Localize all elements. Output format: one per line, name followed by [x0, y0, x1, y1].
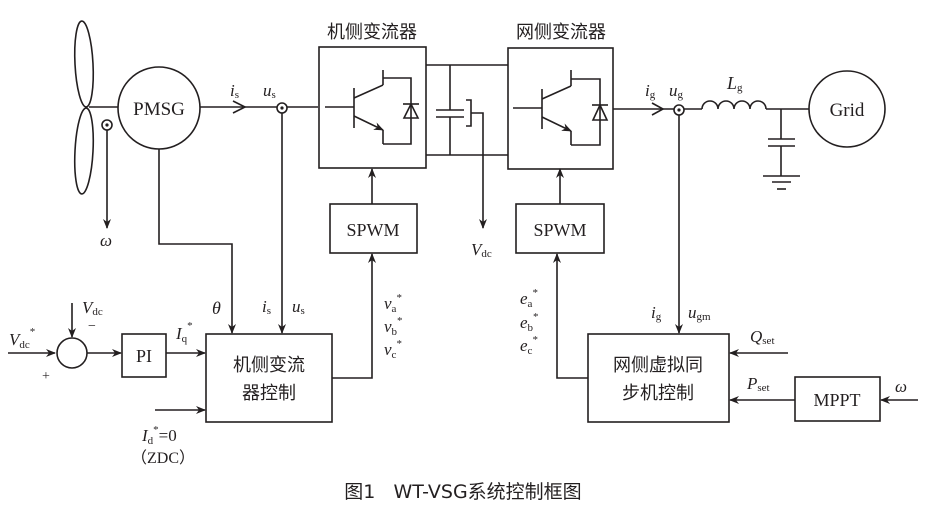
pi-label: PI [136, 346, 152, 366]
igbt-icon [325, 70, 420, 145]
pmsg-label: PMSG [133, 99, 185, 120]
gsc-vsg-control-block [587, 333, 730, 423]
svg-text:is: is [262, 297, 271, 317]
grid-label: Grid [830, 100, 865, 121]
minus-sign: − [88, 319, 96, 334]
plus-sign: + [42, 369, 50, 384]
e-ref-labels: ea* eb* ec* [520, 287, 539, 357]
us-ctrl-label: us [292, 297, 305, 317]
ig-label: ig [645, 81, 656, 101]
msc-title: 机侧变流器 [327, 22, 417, 43]
mppt-block [794, 376, 881, 422]
svg-text:Iq*: Iq* [175, 320, 193, 345]
svg-text:ug: ug [669, 81, 684, 101]
filter-capacitor-icon [768, 109, 795, 176]
v-ref-labels: va* vb* vc* [384, 292, 403, 361]
zdc-label: （ZDC） [131, 449, 195, 467]
omega-mppt-label: ω [895, 377, 907, 396]
msc-control-block [205, 333, 333, 423]
ground-icon [763, 175, 800, 190]
qset-label: Qset [750, 327, 775, 347]
lg-label: Lg [726, 73, 743, 94]
igbt-icon [513, 70, 609, 146]
svg-text:Qset: Qset [750, 327, 775, 347]
gsc-control-line2: 步机控制 [622, 383, 694, 404]
id-ref-label: Id*=0 [141, 424, 177, 447]
svg-text:is: is [230, 81, 239, 101]
pset-label: Pset [746, 374, 770, 394]
figure-caption: 图1 WT-VSG系统控制框图 [344, 481, 581, 503]
summing-junction [56, 337, 88, 369]
svg-text:eb*: eb* [520, 311, 539, 334]
svg-text:Vdc*: Vdc* [9, 326, 35, 351]
gsc-control-line1: 网侧虚拟同 [613, 355, 703, 376]
us-measure-node [276, 102, 288, 114]
svg-text:ig: ig [645, 81, 656, 101]
is-label: is [230, 81, 239, 101]
ig-ctrl-label: ig [651, 303, 662, 323]
msc-control-line2: 器控制 [242, 383, 296, 404]
svg-text:Pset: Pset [746, 374, 770, 394]
spwm-left-label: SPWM [346, 220, 399, 240]
svg-text:Lg: Lg [726, 73, 743, 94]
pi-block [121, 333, 167, 378]
spwm-left-block [329, 203, 418, 254]
wind-turbine-icon [73, 20, 118, 195]
us-label: us [263, 81, 276, 101]
grid-circle [808, 70, 886, 148]
svg-text:us: us [292, 297, 305, 317]
svg-text:Id*=0: Id*=0 [141, 424, 177, 447]
ug-measure-node [673, 104, 685, 116]
ig-arrow-icon [651, 102, 665, 116]
is-arrow-icon [232, 100, 247, 114]
inductor-lg-icon [701, 100, 767, 110]
svg-text:va*: va* [384, 292, 402, 315]
svg-text:vb*: vb* [384, 315, 403, 338]
theta-label: θ [212, 298, 221, 318]
dc-link [426, 64, 508, 229]
svg-text:us: us [263, 81, 276, 101]
spwm-right-label: SPWM [533, 220, 586, 240]
omega-label: ω [100, 231, 112, 250]
svg-text:ig: ig [651, 303, 662, 323]
mppt-label: MPPT [813, 390, 860, 410]
svg-text:ea*: ea* [520, 287, 538, 310]
vdc-ref-label: Vdc* [9, 326, 35, 351]
svg-text:Vdc: Vdc [82, 298, 103, 318]
gsc-title: 网侧变流器 [516, 22, 606, 43]
omega-sensor [101, 119, 113, 229]
vdc-output-label: Vdc [471, 240, 492, 260]
is-ctrl-label: is [262, 297, 271, 317]
svg-text:ec*: ec* [520, 334, 538, 357]
vdc-feedback-label: Vdc [82, 298, 103, 318]
svg-text:vc*: vc* [384, 338, 402, 361]
svg-text:ugm: ugm [688, 303, 711, 323]
iq-ref-label: Iq* [175, 320, 193, 345]
svg-text:Vdc: Vdc [471, 240, 492, 260]
ugm-label: ugm [688, 303, 711, 323]
msc-control-line1: 机侧变流 [233, 355, 305, 376]
ug-label: ug [669, 81, 684, 101]
